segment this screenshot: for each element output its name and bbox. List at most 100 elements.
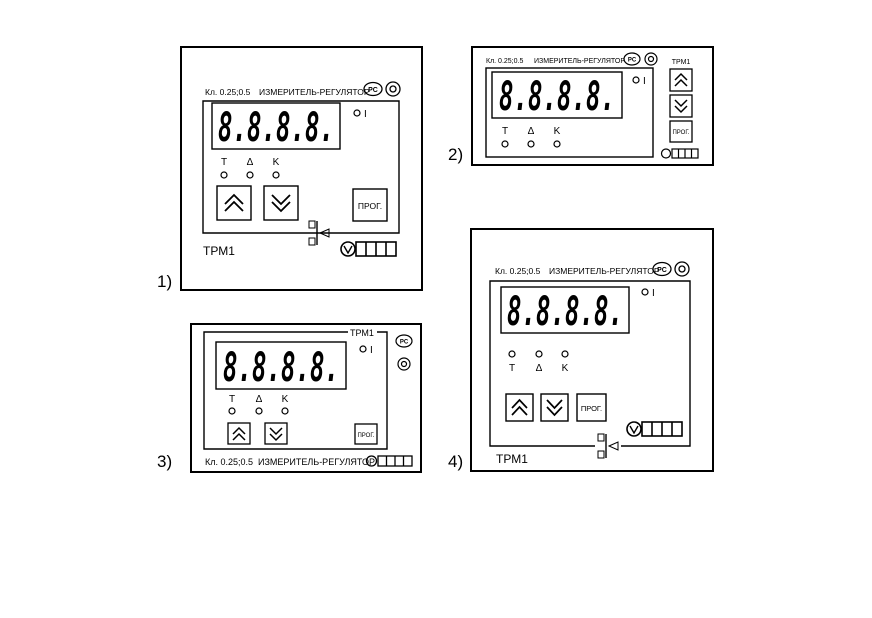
down-button[interactable] [540,393,569,422]
variant-number: 3) [157,452,172,471]
oven-logo-icon [340,241,397,257]
chevron-up-icon [232,426,246,435]
oven-logo-icon [660,148,699,159]
indicator-label-t: T [509,363,515,374]
chevron-up-icon [511,398,528,409]
accuracy-class-label: Кл. 0.25;0.5 [205,87,251,97]
rst-mark-icon: PC [652,261,672,277]
indicator-label-k: K [562,363,569,374]
indicator-led-delta [246,171,254,179]
indicator-led-k [272,171,280,179]
indicator-label-delta: Δ [536,363,543,374]
indicator-label-k: K [554,126,561,137]
down-button[interactable] [263,185,299,221]
gost-mark-icon [397,357,411,371]
outer-frame [471,46,714,166]
chevron-up-icon [224,193,244,205]
panel-variant-3: 3) ТРМ1 PC 8.8.8.8. I T Δ K [157,323,422,473]
panel-variant-2: 2) Кл. 0.25;0.5 ИЗМЕРИТЕЛЬ-РЕГУЛЯТОР PC … [448,46,714,166]
indicator-label-t: T [221,157,227,168]
panel-variant-4: 4) Кл. 0.25;0.5 ИЗМЕРИТЕЛЬ-РЕГУЛЯТОР PC … [448,228,714,472]
accuracy-class-label: Кл. 0.25;0.5 [495,266,541,276]
led-display: 8.8.8.8. [218,105,334,151]
prog-button[interactable]: ПРОГ. [354,423,378,445]
indicator-led-delta [255,407,263,415]
accuracy-class-label: Кл. 0.25;0.5 [205,457,253,467]
variant-number: 1) [157,272,172,291]
outer-frame [180,46,423,291]
indicator-label-k: K [282,394,289,405]
device-type-label: ИЗМЕРИТЕЛЬ-РЕГУЛЯТОР [549,266,660,276]
gost-mark-icon [674,261,690,277]
indicator-label-delta: Δ [528,126,535,137]
chevron-up-icon [674,72,688,81]
indicator-led-k [561,350,569,358]
prog-button-label: ПРОГ. [581,404,602,413]
led-display-window [211,102,341,150]
indicator-label-t: T [229,394,235,405]
variant-number: 4) [448,452,463,471]
prog-button[interactable]: ПРОГ. [669,120,693,143]
svg-text:PC: PC [368,87,378,94]
led-display: 8.8.8.8. [223,345,339,391]
up-button[interactable] [227,422,251,445]
chevron-down-icon [546,399,563,410]
indicator-label-k: K [273,157,280,168]
inner-frame [202,100,400,234]
prog-button-label: ПРОГ. [357,433,374,439]
gost-mark-icon [385,81,401,97]
chevron-down-icon [271,194,291,206]
outer-frame [190,323,422,473]
output-indicator-led [359,345,367,353]
device-type-label: ИЗМЕРИТЕЛЬ-РЕГУЛЯТОР [258,457,375,467]
indicator-led-t [508,350,516,358]
connector-symbol-icon [308,220,330,246]
svg-text:PC: PC [400,340,409,346]
output-indicator-label: I [652,288,655,299]
model-label: ТРМ1 [203,244,235,258]
outer-frame [470,228,714,472]
led-display-window [500,286,630,334]
led-display: 8.8.8.8. [507,289,623,335]
indicator-led-t [501,140,509,148]
output-indicator-led [353,109,361,117]
up-button[interactable] [216,185,252,221]
output-indicator-led [641,288,649,296]
up-button[interactable] [505,393,534,422]
indicator-label-delta: Δ [256,394,263,405]
indicator-led-delta [535,350,543,358]
svg-text:PC: PC [657,267,667,274]
prog-button[interactable]: ПРОГ. [352,188,388,222]
indicator-led-t [228,407,236,415]
device-type-label: ИЗМЕРИТЕЛЬ-РЕГУЛЯТОР [534,58,625,65]
model-label: ТРМ1 [672,59,691,66]
device-type-label: ИЗМЕРИТЕЛЬ-РЕГУЛЯТОР [259,87,370,97]
inner-frame [489,280,691,447]
down-button[interactable] [264,422,288,445]
inner-frame [485,67,654,158]
chevron-down-icon [269,427,283,436]
prog-button-label: ПРОГ. [672,130,689,136]
up-button[interactable] [669,68,693,92]
indicator-label-t: T [502,126,508,137]
output-indicator-label: I [370,345,373,356]
prog-button-label: ПРОГ. [358,201,382,211]
output-indicator-label: I [364,109,367,120]
panel-variant-1: 1) Кл. 0.25;0.5 ИЗМЕРИТЕЛЬ-РЕГУЛЯТОР PC … [157,46,423,291]
indicator-led-delta [527,140,535,148]
variant-number: 2) [448,145,463,164]
rst-mark-icon: PC [363,81,383,97]
rst-mark-icon: PC [623,52,641,66]
gost-mark-icon [644,52,658,66]
model-label: ТРМ1 [496,452,528,466]
rst-mark-icon: PC [395,334,413,348]
connector-symbol-icon [597,433,619,459]
led-display: 8.8.8.8. [499,74,615,120]
led-display-window [491,71,623,119]
output-indicator-label: I [643,76,646,87]
prog-button[interactable]: ПРОГ. [576,393,607,422]
chevron-down-icon [674,99,688,108]
indicator-label-delta: Δ [247,157,254,168]
down-button[interactable] [669,94,693,118]
